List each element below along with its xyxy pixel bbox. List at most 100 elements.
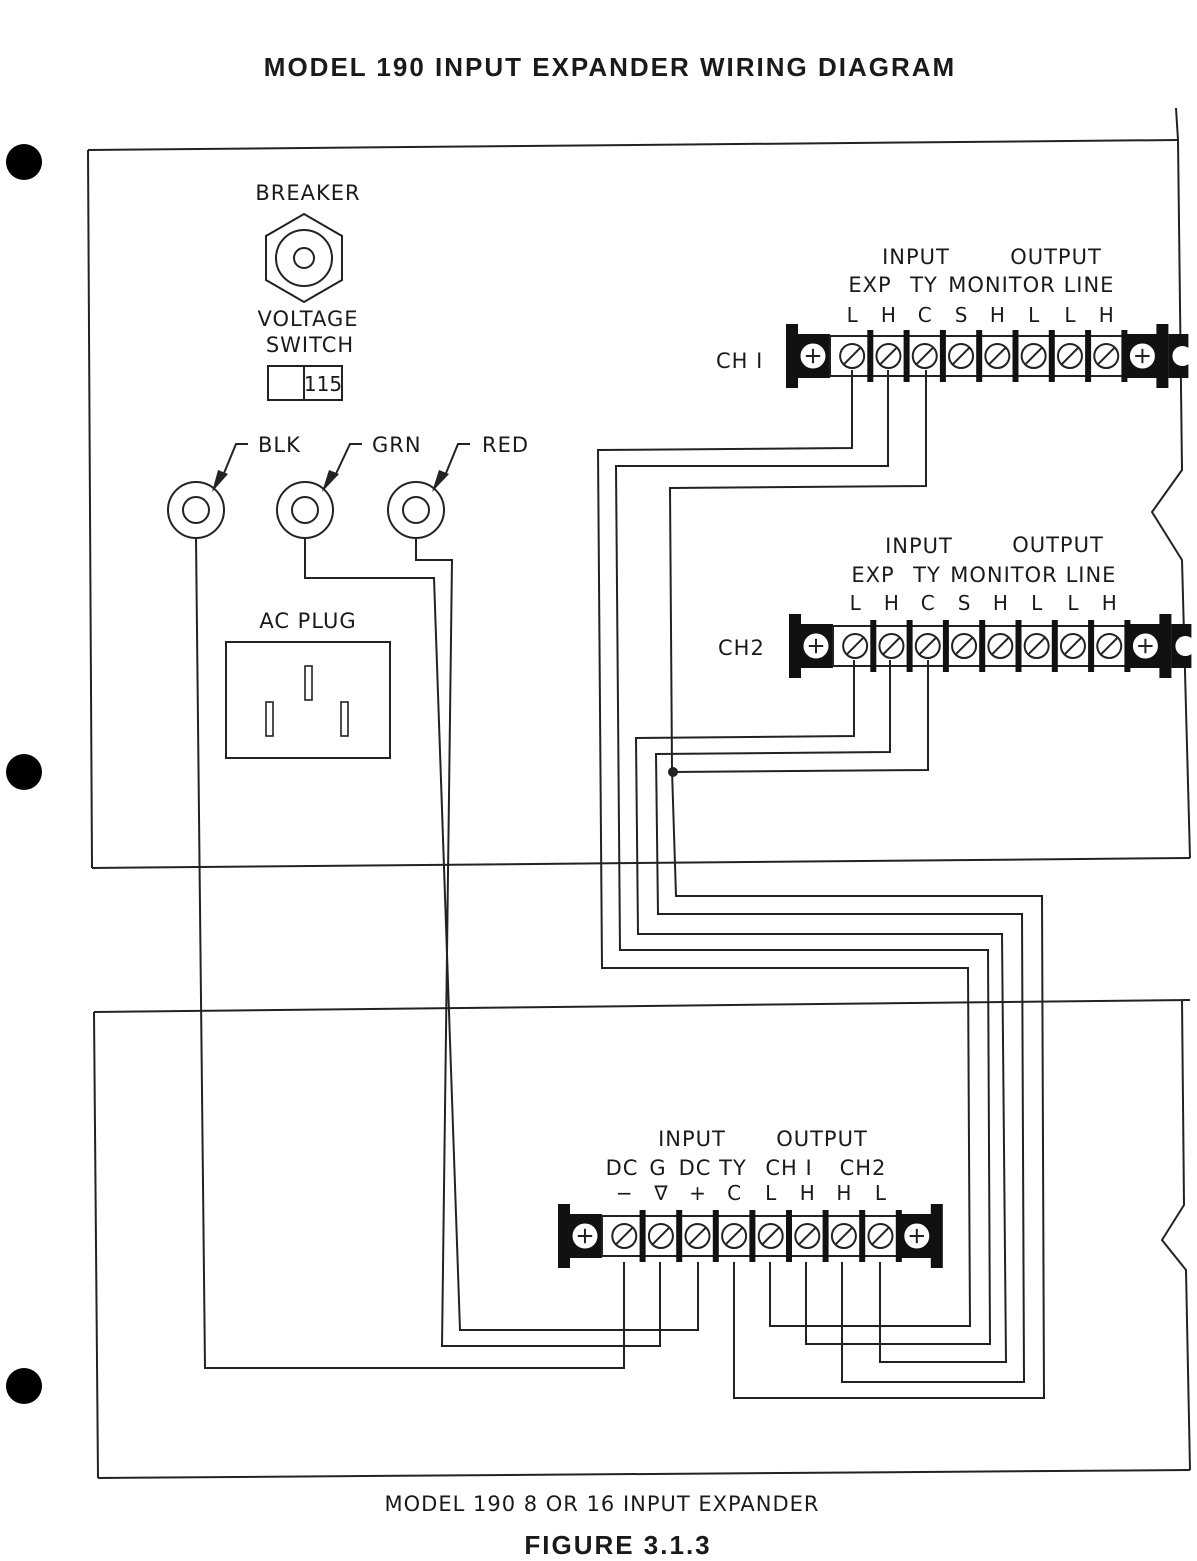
terminal-separator: [979, 620, 985, 672]
terminal-label: L: [1031, 591, 1043, 615]
voltage-label-1: VOLTAGE: [257, 307, 358, 331]
voltage-switch[interactable]: 115: [268, 366, 342, 400]
punch-hole-top: [6, 144, 42, 180]
ch2-sub-ty: TY: [912, 563, 941, 587]
terminal-end-plus-icon: [1133, 634, 1157, 658]
terminal-separator: [823, 1210, 829, 1262]
terminal-screw[interactable]: [949, 344, 973, 368]
lower-header-input: INPUT: [658, 1127, 726, 1151]
terminal-screw[interactable]: [1058, 344, 1082, 368]
ch1-header-output: OUTPUT: [1010, 245, 1102, 269]
terminal-screw[interactable]: [722, 1224, 746, 1248]
ch1-label: CH I: [716, 349, 763, 373]
terminal-separator: [904, 330, 910, 382]
terminal-end-plus-icon: [1130, 344, 1154, 368]
terminal-screw[interactable]: [916, 634, 940, 658]
jack-red[interactable]: [388, 482, 444, 538]
jack-label-red: RED: [482, 433, 529, 457]
terminal-screw[interactable]: [1061, 634, 1085, 658]
terminal-screw[interactable]: [1097, 634, 1121, 658]
terminal-separator: [749, 1210, 755, 1262]
lower-sub-g: G: [649, 1156, 666, 1180]
lower-sub-dc-pos: DC: [679, 1156, 712, 1180]
jack-label-blk: BLK: [258, 433, 301, 457]
terminal-screw[interactable]: [832, 1224, 856, 1248]
terminal-label: L: [1028, 303, 1040, 327]
terminal-label: −: [616, 1181, 633, 1205]
terminal-separator: [940, 330, 946, 382]
ac-plug[interactable]: [226, 642, 390, 758]
lower-header-output: OUTPUT: [776, 1127, 868, 1151]
terminal-separator: [1013, 330, 1019, 382]
lower-sub-dc-neg: DC: [606, 1156, 639, 1180]
terminal-end-plus-icon: [905, 1224, 929, 1248]
terminal-separator: [867, 330, 873, 382]
terminal-label: +: [689, 1181, 706, 1205]
terminal-screw[interactable]: [1025, 634, 1049, 658]
ac-plug-label: AC PLUG: [259, 609, 356, 633]
jack-grn[interactable]: [277, 482, 333, 538]
voltage-value: 115: [304, 372, 342, 396]
terminal-end-plus-icon: [801, 344, 825, 368]
terminal-separator: [676, 1210, 682, 1262]
terminal-separator: [786, 1210, 792, 1262]
junction-dot: [668, 767, 678, 777]
terminal-screw[interactable]: [988, 634, 1012, 658]
ch2-label: CH2: [718, 636, 765, 660]
ch2-header: INPUT OUTPUT EXP TY MONITOR LINE: [851, 533, 1116, 587]
terminal-screw[interactable]: [840, 344, 864, 368]
terminal-screw[interactable]: [649, 1224, 673, 1248]
terminal-separator: [976, 330, 982, 382]
breaker-icon: [266, 214, 342, 302]
terminal-label: L: [850, 591, 862, 615]
terminal-separator: [907, 620, 913, 672]
terminal-screw[interactable]: [843, 634, 867, 658]
terminal-end-plus-icon: [804, 634, 828, 658]
terminal-screw[interactable]: [1094, 344, 1118, 368]
lower-header: INPUT OUTPUT DC G DC TY CH I CH2: [606, 1127, 887, 1180]
breaker-label: BREAKER: [255, 181, 360, 205]
terminal-label: H: [881, 303, 896, 327]
upper-panel: [88, 108, 1190, 868]
lower-sub-ch2: CH2: [840, 1156, 887, 1180]
terminal-screw[interactable]: [869, 1224, 893, 1248]
terminal-screw[interactable]: [913, 344, 937, 368]
terminal-label: H: [800, 1181, 815, 1205]
terminal-separator: [859, 1210, 865, 1262]
terminal-label: L: [847, 303, 859, 327]
terminal-screw[interactable]: [612, 1224, 636, 1248]
terminal-separator: [1088, 620, 1094, 672]
terminal-separator: [943, 620, 949, 672]
punch-hole-middle: [6, 754, 42, 790]
terminal-label: H: [993, 591, 1008, 615]
terminal-label: C: [918, 303, 932, 327]
terminal-label: H: [1099, 303, 1114, 327]
terminal-label: L: [1067, 591, 1079, 615]
terminal-separator: [1085, 330, 1091, 382]
terminal-screw[interactable]: [952, 634, 976, 658]
terminal-screw[interactable]: [985, 344, 1009, 368]
terminal-screw[interactable]: [1022, 344, 1046, 368]
terminal-screw[interactable]: [879, 634, 903, 658]
punch-hole-bottom: [6, 1368, 42, 1404]
terminal-screw[interactable]: [876, 344, 900, 368]
terminal-screw[interactable]: [759, 1224, 783, 1248]
terminal-label: H: [836, 1181, 851, 1205]
terminal-separator: [1052, 620, 1058, 672]
terminal-screw[interactable]: [795, 1224, 819, 1248]
terminal-label: C: [727, 1181, 741, 1205]
terminal-label: H: [884, 591, 899, 615]
jack-labels: BLK GRN RED: [212, 433, 529, 492]
jack-blk[interactable]: [168, 482, 224, 538]
terminal-label: C: [921, 591, 935, 615]
terminal-label: S: [958, 591, 971, 615]
ch2-sub-exp: EXP: [851, 563, 894, 587]
voltage-label-2: SWITCH: [266, 333, 354, 357]
caption: MODEL 190 8 OR 16 INPUT EXPANDER: [385, 1492, 820, 1516]
terminal-screw[interactable]: [686, 1224, 710, 1248]
ch2-sub-line: LINE: [1066, 563, 1117, 587]
